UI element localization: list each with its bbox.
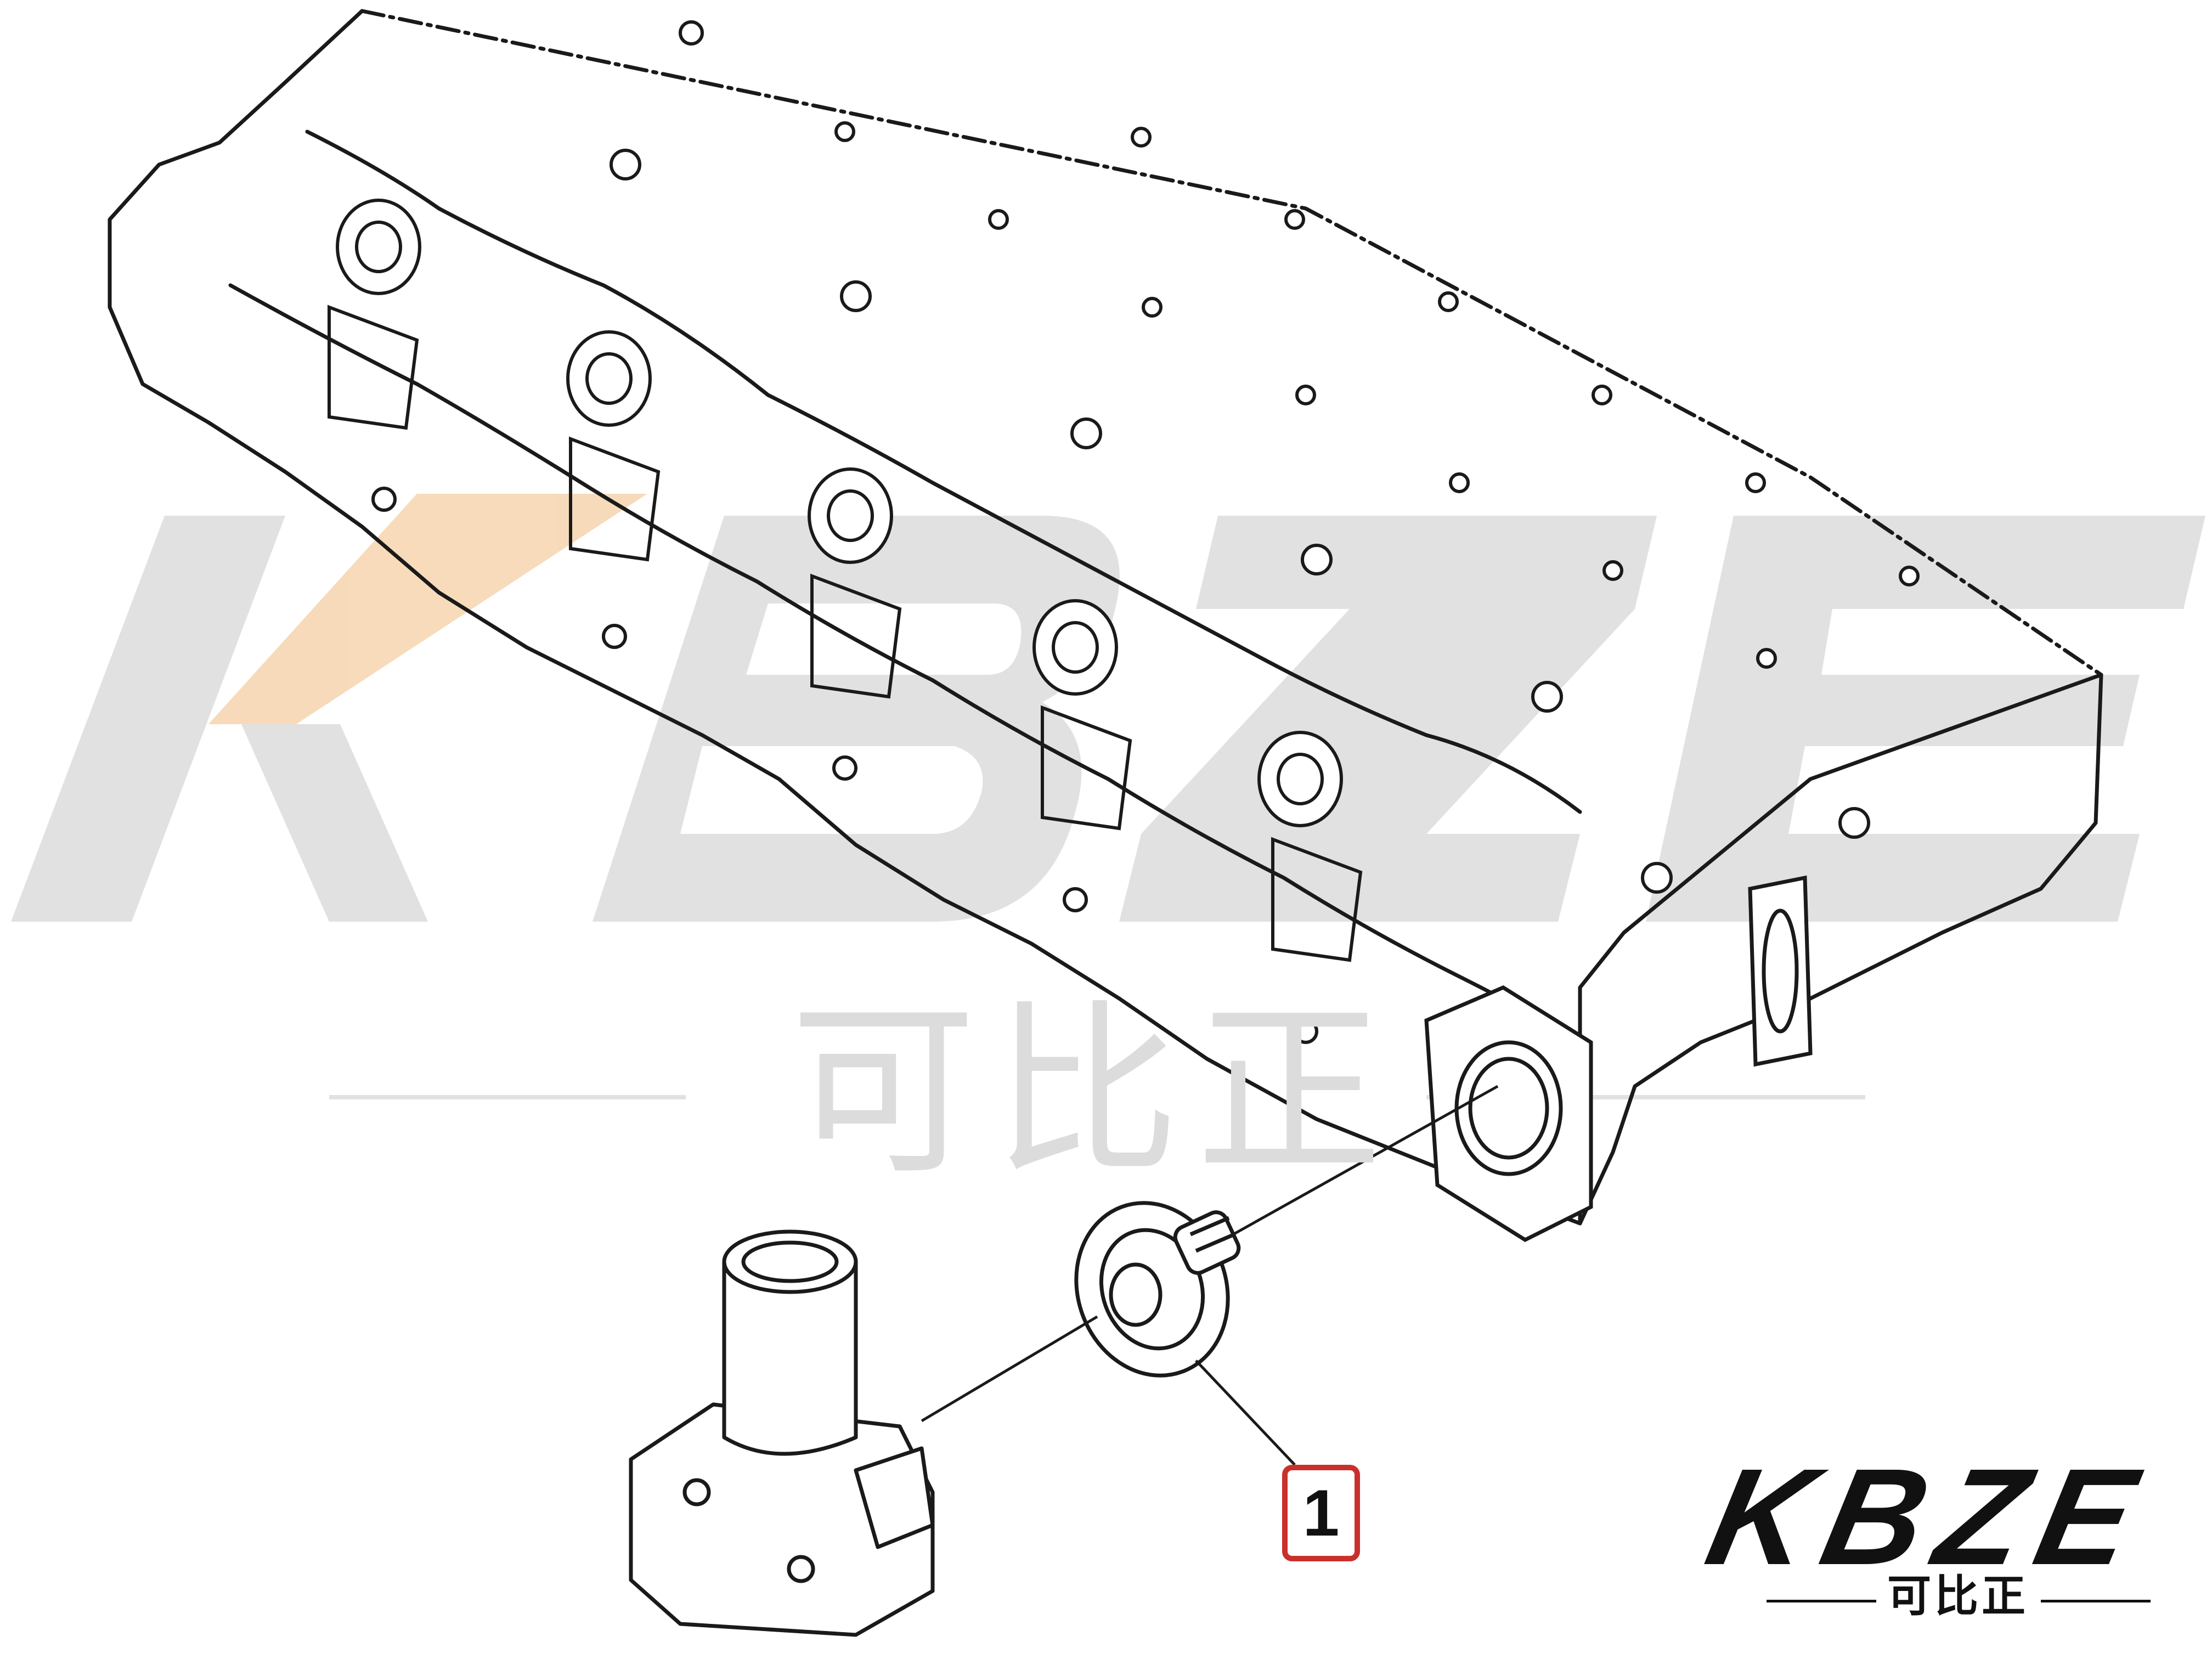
thermostat <box>1074 1201 1241 1378</box>
bolt-hole <box>1070 417 1102 449</box>
bolt-hole <box>1641 862 1673 894</box>
port-4-inner <box>1052 621 1099 674</box>
port-3-inner <box>827 489 874 542</box>
flange-bolt <box>1293 1019 1318 1044</box>
seat-opening-inner <box>1468 1057 1549 1160</box>
bolt-hole <box>840 280 872 312</box>
bolt-hole <box>1142 297 1163 318</box>
flange-4 <box>1041 705 1132 831</box>
port-1-inner <box>355 221 402 273</box>
bolt-hole <box>679 20 704 46</box>
leader-line-item-1 <box>1195 1359 1296 1466</box>
logo-chinese-text: 可比正 <box>1887 1571 2029 1622</box>
housing-outlet-inner <box>741 1240 839 1283</box>
assembly-line-thermostat-seat <box>1222 1085 1499 1242</box>
watermark-k-lower <box>241 724 428 922</box>
thermostat-spring-coil <box>1189 1216 1230 1237</box>
watermark-chinese: 可比正 <box>790 983 1399 1200</box>
thermostat-spring <box>1173 1210 1241 1275</box>
port-2-inner <box>585 352 633 405</box>
thermostat-housing <box>629 1229 935 1637</box>
manifold-ridge <box>305 129 1582 814</box>
intake-ports <box>336 199 1343 827</box>
watermark-b <box>592 516 1120 922</box>
bolt-hole <box>1756 648 1777 669</box>
flange-bolt <box>832 755 857 781</box>
housing-side-flange <box>854 1446 935 1549</box>
watermark-k-left <box>11 516 285 922</box>
bolt-hole <box>610 149 641 180</box>
watermark-k-upper <box>208 494 647 724</box>
block-top-edge <box>360 9 2103 677</box>
bolt-hole <box>1592 385 1612 405</box>
logo-line-left <box>1767 1600 1876 1602</box>
brand-logo: KBZE 可比正 <box>1695 1440 2194 1629</box>
bolt-hole <box>834 121 855 142</box>
bolt-hole <box>1295 385 1316 405</box>
flange-5 <box>1271 837 1363 962</box>
housing-neck <box>722 1262 858 1456</box>
callout-item-1[interactable]: 1 <box>1282 1465 1360 1561</box>
housing-bolt <box>682 1478 711 1506</box>
block-right-face <box>1578 673 2103 1226</box>
bolt-hole <box>1131 127 1152 148</box>
bolt-hole <box>1284 209 1305 230</box>
watermark-e <box>1646 516 2205 922</box>
bolt-hole <box>1838 807 1870 839</box>
thermostat-seat <box>1424 875 1813 1243</box>
side-plate-slot <box>1762 909 1799 1034</box>
flange-3 <box>810 573 902 699</box>
flange-1 <box>328 304 419 430</box>
bolt-hole <box>1438 291 1459 312</box>
flange-bolt <box>1063 887 1088 912</box>
bolt-holes <box>610 20 1920 894</box>
assembly-line-housing-thermostat <box>921 1315 1098 1423</box>
side-flanges <box>328 304 1363 1044</box>
bolt-hole <box>1602 560 1623 581</box>
bolt-hole <box>1531 681 1563 713</box>
flange-bolt <box>602 624 627 649</box>
manifold-ridge-lower <box>228 283 1582 1045</box>
bolt-hole <box>988 209 1009 230</box>
logo-line-right <box>2041 1600 2151 1602</box>
bolt-hole <box>1899 566 1920 586</box>
thermostat-valve <box>1109 1262 1163 1327</box>
assembly-lines <box>921 1085 1499 1466</box>
flange-bolt <box>371 487 397 512</box>
logo-brand-text: KBZE <box>1695 1440 2163 1593</box>
block-front-face <box>1578 673 2103 1226</box>
block-left-face <box>108 9 1582 1226</box>
bolt-hole <box>1745 472 1766 493</box>
bolt-hole <box>1449 472 1470 493</box>
housing-bolt <box>787 1555 815 1583</box>
callout-number: 1 <box>1302 1476 1340 1550</box>
flange-2 <box>569 436 661 562</box>
port-5-inner <box>1277 753 1324 805</box>
bolt-hole <box>1301 544 1333 575</box>
